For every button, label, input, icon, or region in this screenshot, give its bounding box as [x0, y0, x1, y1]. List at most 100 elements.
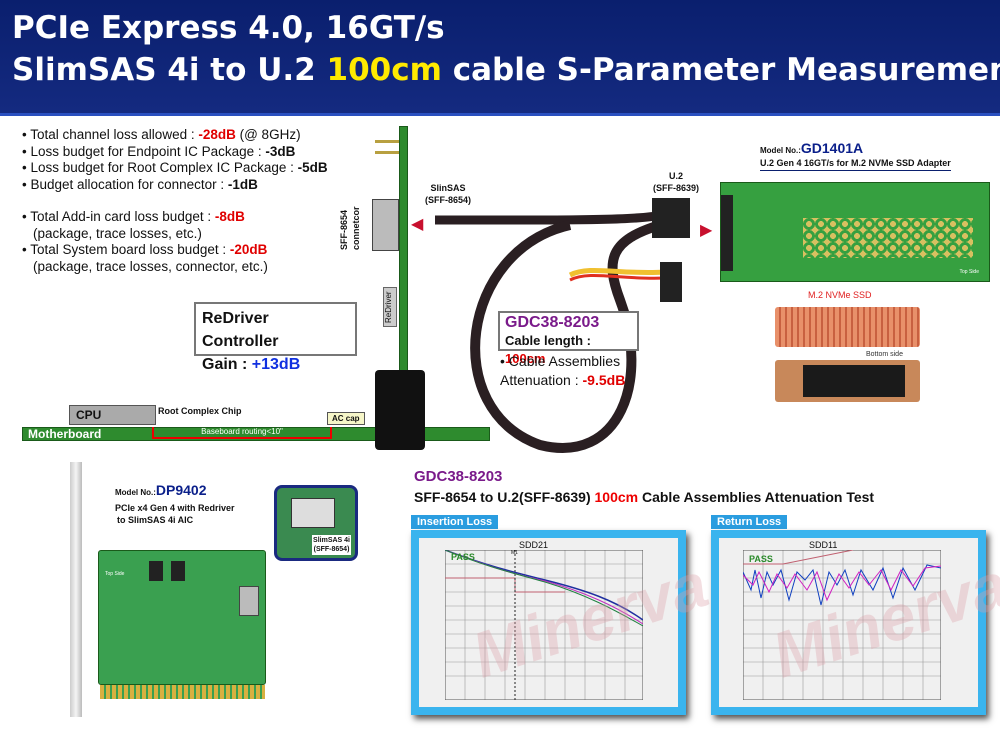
ssd-top-image — [775, 307, 920, 347]
callout-label-1: SlimSAS 4i — [313, 537, 350, 544]
adapter-board: Top Side — [720, 182, 990, 282]
motherboard-label: Motherboard — [28, 427, 102, 441]
aic-desc: PCIe x4 Gen 4 with Redriver to SlimSAS 4i… — [115, 502, 235, 526]
budget-item: • Total System board loss budget : -20dB — [22, 242, 268, 257]
title-line-1: PCIe Express 4.0, 16GT/s — [12, 10, 445, 46]
addin-card-edge — [399, 126, 408, 376]
marker-label: M1 — [511, 550, 518, 556]
ssd-bottom-image — [775, 360, 920, 402]
aic-desc-2: to SlimSAS 4i AIC — [117, 515, 194, 525]
test-title: SFF-8654 to U.2(SFF-8639) 100cm Cable As… — [414, 489, 874, 505]
ssd-label-sticker — [803, 365, 905, 397]
baseboard-routing: Baseboard routing<10" — [152, 427, 332, 439]
chart-title: SDD11 — [809, 540, 838, 550]
redriver-gain: Gain : +13dB — [202, 353, 349, 376]
aic-desc-1: PCIe x4 Gen 4 with Redriver — [115, 503, 235, 513]
length-value: 100cm — [505, 351, 546, 366]
budget-item: • Loss budget for Endpoint IC Package : … — [22, 143, 296, 159]
title-part: SlimSAS 4i to U.2 — [12, 52, 327, 88]
model-label: Model No.: — [115, 488, 156, 497]
chart-plot: SDD11 PASS Minerva — [719, 538, 1000, 707]
test-title-part: Cable Assemblies Attenuation Test — [638, 489, 875, 505]
pass-label: PASS — [749, 554, 773, 564]
callout-label-2: (SFF-8654) — [313, 546, 350, 553]
header-banner: PCIe Express 4.0, 16GT/s SlimSAS 4i to U… — [0, 0, 1000, 116]
redriver-title: ReDriver Controller — [202, 310, 279, 350]
budget-value: -8dB — [214, 209, 245, 224]
budget-value: -1dB — [227, 176, 258, 192]
adapter-desc: U.2 Gen 4 16GT/s for M.2 NVMe SSD Adapte… — [760, 158, 951, 171]
budget-label: Total System board loss budget : — [30, 242, 230, 257]
cable-length: Cable length : 100cm — [505, 332, 632, 368]
budget-suffix: (@ 8GHz) — [235, 127, 301, 142]
slimsas-label: SlinSAS (SFF-8654) — [425, 182, 471, 206]
ac-cap-label: AC cap — [327, 412, 365, 425]
arrow-left-icon: ◀ — [411, 216, 424, 233]
budget-label: Total Add-in card loss budget : — [30, 209, 215, 224]
slimsas-name: SlinSAS — [430, 183, 466, 193]
budget-item: • Total channel loss allowed : -28dB (@ … — [22, 127, 301, 142]
gain-value: +13dB — [251, 356, 301, 373]
insertion-loss-chart: SDD21 PASS M1 Minerva — [411, 530, 716, 715]
ssd-pads — [803, 218, 973, 258]
slimsas-port — [239, 586, 259, 616]
att-line: • Cable Assemblies — [500, 353, 621, 369]
return-loss-label: Return Loss — [711, 515, 788, 529]
u2-name: U.2 — [669, 171, 684, 181]
connector-label: SFF-8654 connetcor — [339, 206, 361, 250]
motherboard — [22, 427, 490, 441]
sdd21-plot — [445, 550, 643, 700]
model-number: GD1401A — [800, 140, 864, 156]
cable-model: GDC38-8203 — [505, 314, 600, 331]
sff-8654-connector — [372, 199, 399, 251]
att-label: Attenuation : — [500, 372, 583, 388]
model-label: Model No.: — [760, 146, 801, 155]
loss-budget-list: • Total channel loss allowed : -28dB (@ … — [22, 127, 328, 275]
title-part: cable S-Parameter Measurements — [441, 52, 1000, 88]
chart-title: SDD21 — [519, 540, 549, 550]
title-line-2: SlimSAS 4i to U.2 100cm cable S-Paramete… — [12, 52, 1000, 88]
root-complex-label: Root Complex Chip — [158, 406, 242, 416]
budget-item: • Loss budget for Root Complex IC Packag… — [22, 160, 328, 175]
test-title-part: SFF-8654 to U.2(SFF-8639) — [414, 489, 595, 505]
top-side-label: Top Side — [105, 571, 125, 577]
cpu-label: CPU — [76, 408, 102, 422]
redriver-chip: ReDriver — [383, 287, 397, 327]
slimsas-connector-closeup — [291, 498, 335, 528]
redriver-ic — [171, 561, 185, 581]
bracket-pins — [375, 140, 399, 154]
budget-value: -5dB — [297, 160, 328, 175]
slimsas-sub: (SFF-8654) — [425, 195, 472, 205]
u2-sub: (SFF-8639) — [653, 183, 700, 193]
pass-label: PASS — [451, 552, 475, 562]
budget-label: Loss budget for Root Complex IC Package … — [30, 160, 298, 175]
budget-label: Total channel loss allowed : — [30, 127, 199, 142]
cable-attenuation: • Cable Assemblies Attenuation : -9.5dB — [500, 352, 625, 390]
insertion-loss-label: Insertion Loss — [411, 515, 499, 529]
budget-item: • Budget allocation for connector : -1dB — [22, 176, 258, 192]
u2-label: U.2 (SFF-8639) — [653, 170, 699, 194]
budget-value: -28dB — [198, 127, 236, 142]
sdd11-plot — [743, 550, 941, 700]
budget-value: -20dB — [229, 242, 268, 257]
ssd-label: M.2 NVMe SSD — [808, 290, 872, 300]
redriver-box: ReDriver Controller Gain : +13dB — [194, 302, 357, 373]
aic-bracket — [70, 462, 82, 717]
slimsas-callout: SlimSAS 4i (SFF-8654) — [274, 485, 358, 561]
budget-value: -3dB — [265, 143, 296, 159]
budget-item: • Total Add-in card loss budget : -8dB — [22, 209, 245, 224]
return-loss-chart: SDD11 PASS Minerva — [711, 530, 1000, 715]
test-model: GDC38-8203 — [414, 468, 503, 485]
pcie-edge-fingers — [100, 685, 265, 699]
cable-illustration — [435, 198, 690, 453]
budget-label: Budget allocation for connector : — [30, 176, 228, 192]
title-highlight: 100cm — [326, 52, 442, 88]
length-label: Cable length : — [505, 333, 591, 348]
budget-label: Loss budget for Endpoint IC Package : — [30, 143, 266, 159]
aic-model: Model No.:DP9402 — [115, 482, 206, 500]
u2-connector — [721, 195, 733, 271]
budget-note: (package, trace losses, etc.) — [33, 225, 202, 241]
model-number: DP9402 — [155, 482, 207, 498]
gain-label: Gain : — [202, 356, 252, 373]
bottom-side-label: Bottom side — [866, 351, 903, 358]
